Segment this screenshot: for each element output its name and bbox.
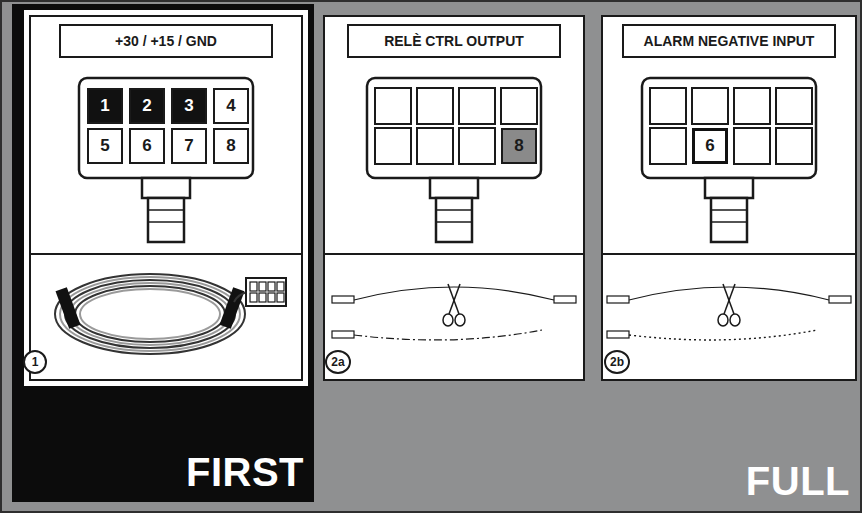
- panel-title: FIRST: [186, 452, 304, 492]
- callout-number: 1: [23, 350, 47, 374]
- pin-cell: 7: [171, 128, 207, 164]
- header-text: RELÈ CTRL OUTPUT: [384, 33, 524, 49]
- header-text: ALARM NEGATIVE INPUT: [644, 33, 815, 49]
- section-label: FULL: [746, 461, 850, 501]
- pin-number: 5: [100, 136, 109, 156]
- pin-number: 4: [226, 96, 235, 116]
- card-illustration: [12, 4, 314, 502]
- pin-number: 1: [100, 96, 109, 116]
- section-header: RELÈ CTRL OUTPUT: [347, 24, 561, 58]
- pin-number: 3: [184, 96, 193, 116]
- pin-cell: 2: [129, 88, 165, 124]
- pin-cell: 5: [87, 128, 123, 164]
- callout-number: 2b: [604, 350, 630, 374]
- pin-cell: 3: [171, 88, 207, 124]
- callout-number: 2a: [325, 350, 351, 374]
- section-header: ALARM NEGATIVE INPUT: [622, 24, 836, 58]
- first-panel: FIRST +30 / +15 / GND 1 2 3 4 5 6 7 8 1: [12, 4, 314, 502]
- pin-cell: 1: [87, 88, 123, 124]
- callout-text: 2a: [331, 355, 344, 369]
- pin-cell: 4: [213, 88, 249, 124]
- pin-cell: 6: [129, 128, 165, 164]
- pin-cell: 8: [501, 128, 537, 164]
- header-text: +30 / +15 / GND: [115, 33, 217, 49]
- pin-number: 2: [142, 96, 151, 116]
- pin-number: 8: [514, 136, 523, 156]
- pin-number: 6: [705, 136, 714, 156]
- pin-number: 7: [184, 136, 193, 156]
- pin-number: 6: [142, 136, 151, 156]
- callout-text: 2b: [610, 355, 624, 369]
- pin-cell: 8: [213, 128, 249, 164]
- callout-text: 1: [32, 355, 39, 369]
- section-header: +30 / +15 / GND: [59, 24, 273, 58]
- pin-cell: 6: [692, 128, 728, 164]
- pin-number: 8: [226, 136, 235, 156]
